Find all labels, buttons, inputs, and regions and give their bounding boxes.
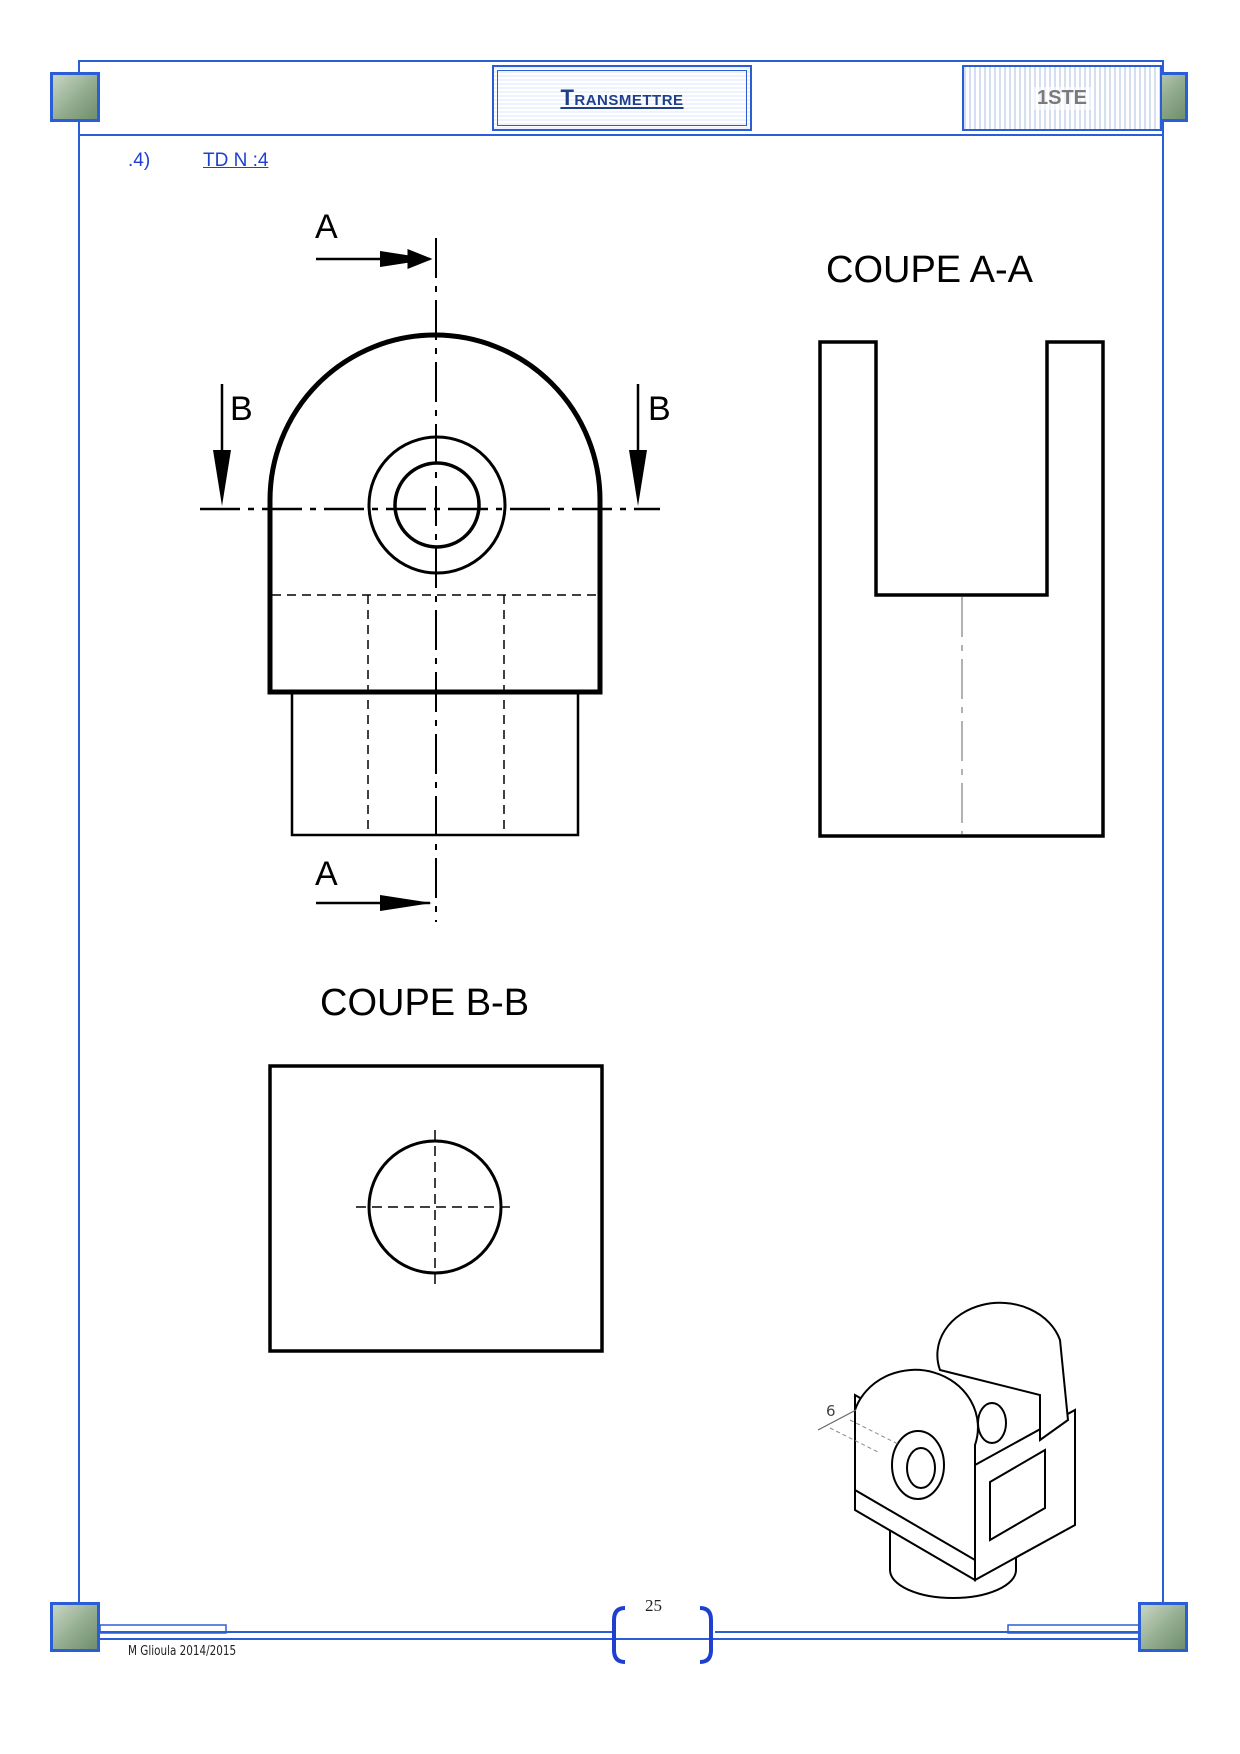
header-title-box: Transmettre bbox=[492, 65, 752, 131]
front-body-outline bbox=[267, 332, 603, 695]
coupe-bb-view: COUPE B-B bbox=[268, 982, 604, 1353]
isometric-view: 6 bbox=[817, 1301, 1076, 1599]
header-divider bbox=[78, 134, 1164, 136]
footer-author: M Glioula 2014/2015 bbox=[128, 1644, 237, 1659]
section-b-right-label: B bbox=[648, 390, 671, 428]
coupe-aa-title: COUPE A-A bbox=[826, 249, 1034, 291]
coupe-aa-outline bbox=[818, 340, 1105, 838]
iso-front-ear-hole-inner bbox=[906, 1447, 936, 1489]
coupe-aa-view: COUPE A-A bbox=[818, 249, 1105, 838]
page-bracket-right bbox=[699, 1606, 713, 1664]
iso-back-ear bbox=[936, 1301, 1070, 1442]
page-frame bbox=[78, 60, 1164, 1640]
iso-back-ear-hole bbox=[977, 1402, 1007, 1444]
iso-slot bbox=[989, 1448, 1046, 1542]
iso-dimension-line bbox=[817, 1409, 857, 1431]
corner-ornament-top-left bbox=[50, 72, 100, 122]
section-b-left-label: B bbox=[230, 390, 253, 428]
section-a-bottom-label: A bbox=[315, 855, 338, 893]
header-title-inner: Transmettre bbox=[497, 70, 747, 126]
section-title-link[interactable]: TD N :4 bbox=[203, 150, 269, 171]
corner-ornament-bottom-left bbox=[50, 1602, 100, 1652]
page-title: Transmettre bbox=[560, 85, 684, 110]
coupe-bb-title: COUPE B-B bbox=[320, 982, 529, 1024]
page-bracket-left bbox=[612, 1606, 626, 1664]
iso-dimension-label: 6 bbox=[826, 1402, 836, 1420]
section-a-top-label: A bbox=[315, 208, 338, 246]
section-number: .4) bbox=[128, 150, 151, 171]
class-label: 1STE bbox=[1032, 86, 1092, 110]
coupe-bb-outline bbox=[268, 1064, 604, 1353]
front-view: A A B B bbox=[200, 208, 671, 922]
footer-rules bbox=[99, 1606, 1141, 1664]
class-badge: 1STE bbox=[962, 65, 1162, 131]
page-number: 25 bbox=[645, 1596, 662, 1615]
